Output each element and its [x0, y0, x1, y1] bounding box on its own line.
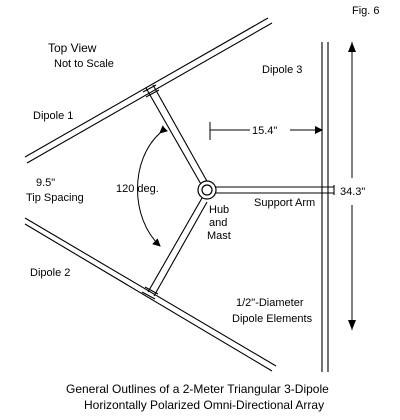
dipole-3-label: Dipole 3 — [262, 64, 302, 76]
figure-label: Fig. 6 — [352, 5, 380, 17]
dipole-2-element — [24, 217, 277, 372]
angle-label: 120 deg. — [116, 183, 159, 195]
tip-spacing-value: 9.5" — [36, 177, 55, 189]
support-arm-upper — [142, 84, 209, 187]
dipole-1-element — [24, 17, 273, 164]
support-arm-right — [215, 185, 335, 195]
hub-label-line2: and — [209, 217, 227, 229]
arm-length-label: 15.4" — [252, 125, 277, 137]
top-view-label: Top View — [48, 41, 97, 55]
support-arm-lower — [141, 197, 208, 300]
arm-length-dimension — [209, 122, 323, 140]
element-diameter-line2: Dipole Elements — [232, 313, 313, 325]
element-diameter-line1: 1/2"-Diameter — [236, 297, 304, 309]
dipole-length-dimension — [348, 42, 356, 330]
dipole-2-label: Dipole 2 — [30, 267, 70, 279]
tip-spacing-label: Tip Spacing — [26, 192, 84, 204]
hub-label-line1: Hub — [209, 204, 229, 216]
support-arm-label: Support Arm — [254, 197, 315, 209]
angle-arc — [137, 125, 168, 247]
hub-mast — [197, 180, 217, 200]
caption-line2: Horizontally Polarized Omni-Directional … — [84, 398, 324, 412]
not-to-scale-label: Not to Scale — [54, 58, 114, 70]
dipole-3-element — [321, 42, 329, 372]
dipole-length-label: 34.3" — [340, 186, 365, 198]
hub-label-line3: Mast — [207, 230, 231, 242]
dipole-1-label: Dipole 1 — [33, 110, 73, 122]
caption-line1: General Outlines of a 2-Meter Triangular… — [66, 382, 329, 396]
